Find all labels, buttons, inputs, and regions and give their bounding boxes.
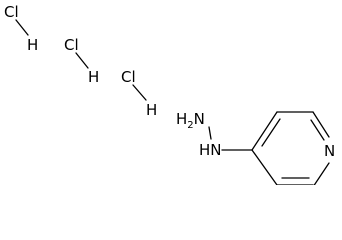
hydrogen-atom-1: H xyxy=(27,36,38,54)
hydrogen-atom-2: H xyxy=(88,68,99,86)
h-cl-bond-3 xyxy=(132,84,147,101)
ring-bond-c5-c4 xyxy=(251,149,278,185)
chlorine-atom-3: Cl xyxy=(121,68,136,86)
double-bond-c4-c3 xyxy=(261,118,281,147)
nh-group: HN xyxy=(199,141,222,159)
hydrogen-atom-3: H xyxy=(146,101,157,119)
ring-bond-c2-n xyxy=(312,111,330,138)
nh2-hydrogen: H2N xyxy=(176,110,205,131)
hcl-group-1: Cl H xyxy=(4,3,38,54)
pyridine-ring: N xyxy=(251,111,335,185)
h-cl-bond-1 xyxy=(15,19,29,36)
ring-bond-n-c6 xyxy=(313,162,330,185)
chlorine-atom-2: Cl xyxy=(64,36,79,54)
hydrazine-group: H2N HN xyxy=(176,110,253,159)
n-n-bond xyxy=(208,126,212,140)
h-cl-bond-2 xyxy=(75,52,89,69)
molecule-drawing: Cl H Cl H Cl H H2N HN N xyxy=(4,3,335,185)
structure-diagram: Cl H Cl H Cl H H2N HN N xyxy=(4,3,335,185)
hcl-group-2: Cl H xyxy=(64,36,99,86)
chlorine-atom-1: Cl xyxy=(4,3,19,21)
hcl-group-3: Cl H xyxy=(121,68,157,119)
double-bond-c2-n xyxy=(310,119,325,141)
pyridine-nitrogen: N xyxy=(324,142,335,160)
ring-bond-c4-c3 xyxy=(251,111,278,151)
